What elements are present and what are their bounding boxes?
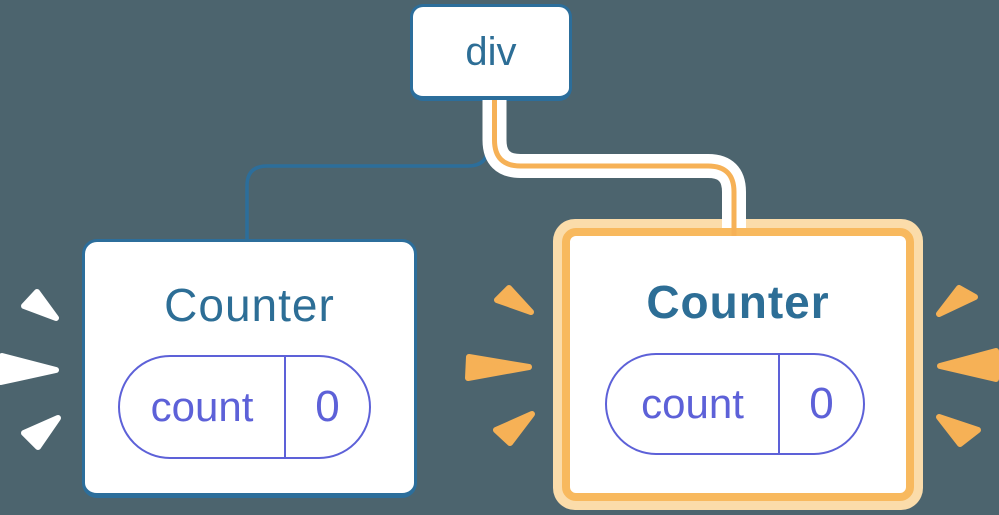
counter-card-left: Counter count 0 [82,239,417,498]
state-key-right: count [641,380,744,427]
root-node: div [410,4,572,101]
state-pill-left: count 0 [118,355,371,459]
right-card-burst-left-icon [465,285,535,446]
burst-ray [493,411,535,446]
right-card-burst-right-icon [936,285,999,447]
burst-ray [936,285,978,317]
state-pill-right: count 0 [605,353,865,455]
root-node-label: div [465,29,517,74]
counter-card-right-highlight-ring: Counter count 0 [553,219,923,510]
burst-ray [494,285,534,315]
state-key-left: count [150,383,254,430]
burst-ray [465,354,532,381]
connector-to-right-counter-casing [482,100,746,228]
counter-title-left: Counter [164,279,335,331]
state-value-right: 0 [778,355,863,453]
left-card-burst-icon [0,289,61,450]
state-value-left: 0 [284,357,369,457]
burst-ray [21,415,61,450]
connector-to-right-counter [492,100,737,236]
burst-ray [937,348,999,382]
counter-title-right: Counter [646,276,830,328]
burst-ray [936,414,981,447]
burst-ray [0,353,59,385]
counter-card-right [562,228,914,501]
connector-to-left-counter [245,99,490,242]
burst-ray [21,289,59,321]
